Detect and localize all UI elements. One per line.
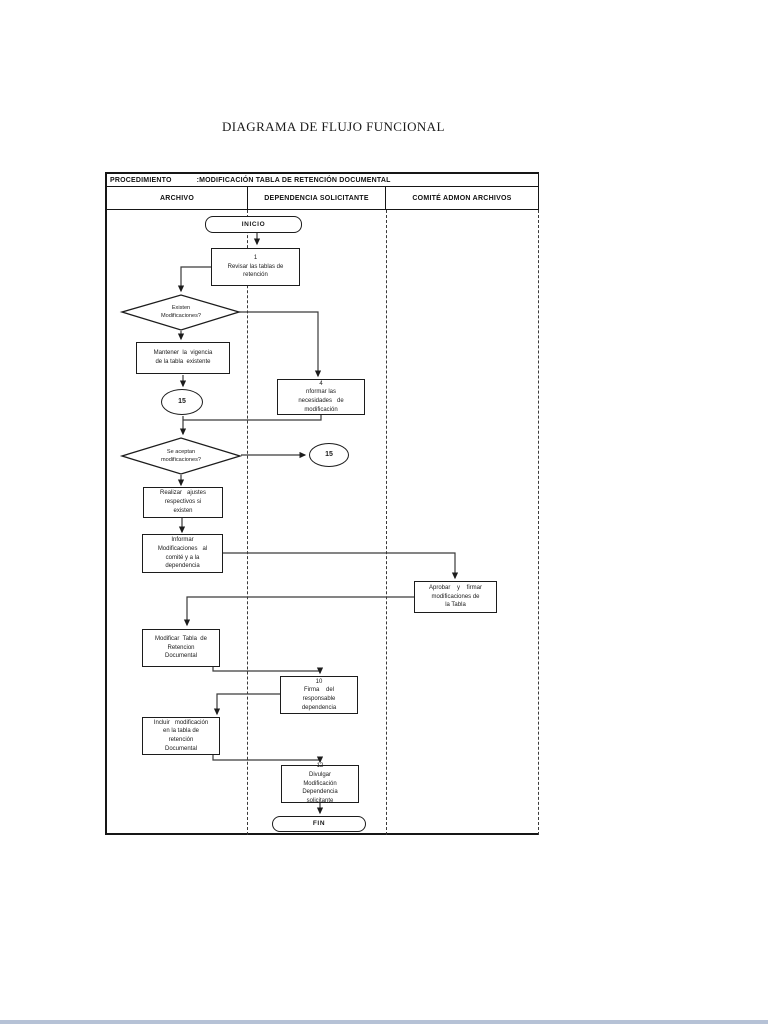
procedure-label: PROCEDIMIENTO xyxy=(110,176,172,184)
process-realizar-ajustes: Realizar ajustes respectivos si existen xyxy=(143,487,223,518)
connector-15-a: 15 xyxy=(161,389,203,415)
process-informar-modificaciones: Informar Modificaciones al comité y a la… xyxy=(142,534,223,573)
decision-se-aceptan-modificaciones: Se aceptan modificaciones? xyxy=(160,448,202,463)
process-revisar-tablas: 1 Revisar las tablas de retención xyxy=(211,248,300,286)
process-firma-responsable: 10 Firma del responsable dependencia xyxy=(280,676,358,714)
connector-15-b: 15 xyxy=(309,443,349,467)
lane-divider xyxy=(386,210,387,835)
process-aprobar-firmar: Aprobar y firmar modificaciones de la Ta… xyxy=(414,581,497,613)
procedure-value: :MODIFICACIÓN TABLA DE RETENCIÓN DOCUMEN… xyxy=(196,176,391,184)
column-header-archivo: ARCHIVO xyxy=(107,187,248,209)
column-header-dependencia: DEPENDENCIA SOLICITANTE xyxy=(248,187,386,209)
lane-divider xyxy=(247,210,248,835)
page-title: DIAGRAMA DE FLUJO FUNCIONAL xyxy=(222,119,445,134)
process-mantener-vigencia: Mantener la vigencia de la tabla existen… xyxy=(136,342,230,374)
process-informar-necesidades: 4 nformar las necesidades de modificació… xyxy=(277,379,365,415)
page-bottom-edge xyxy=(0,1020,768,1024)
process-divulgar-modificacion: 12 Divulgar Modificación Dependencia sol… xyxy=(281,763,359,804)
decision-existen-modificaciones: Existen Modificaciones? xyxy=(160,304,202,319)
procedure-row: PROCEDIMIENTO :MODIFICACIÓN TABLA DE RET… xyxy=(107,172,539,187)
end-node: FIN xyxy=(272,816,366,832)
flow-table: PROCEDIMIENTO :MODIFICACIÓN TABLA DE RET… xyxy=(105,172,539,835)
column-header-row: ARCHIVO DEPENDENCIA SOLICITANTE COMITÉ A… xyxy=(107,187,539,210)
flowchart-canvas xyxy=(107,210,539,835)
process-modificar-tabla: Modificar Tabla de Retencion Documental xyxy=(142,629,220,667)
process-incluir-modificacion: Incluir modificación en la tabla de rete… xyxy=(142,717,220,755)
column-header-comite: COMITÉ ADMON ARCHIVOS xyxy=(412,194,512,202)
start-node: INICIO xyxy=(205,216,302,233)
